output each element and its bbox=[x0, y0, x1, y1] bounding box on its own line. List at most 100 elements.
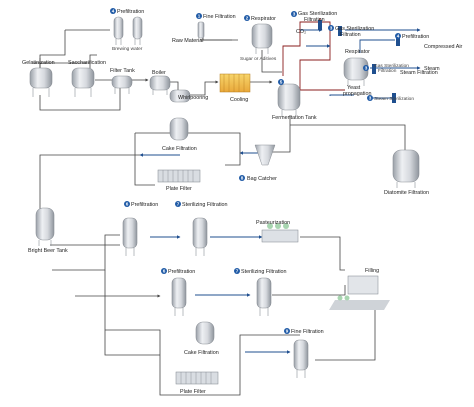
label-prefiltration-right: Prefiltration bbox=[402, 34, 429, 40]
respirator-tank bbox=[251, 23, 273, 54]
label-yeast-propagation-b: propagation bbox=[343, 91, 371, 97]
label-prefiltration-mid1: Prefiltration bbox=[131, 202, 158, 208]
label-bag-catcher: Bag Catcher bbox=[247, 176, 277, 182]
svg-text:6: 6 bbox=[126, 202, 129, 207]
svg-text:9: 9 bbox=[286, 329, 289, 334]
label-fine-filtration-top: Fine Filtration bbox=[203, 14, 236, 20]
svg-text:7: 7 bbox=[236, 269, 239, 274]
label-sterilizing-filtration-1: Sterilizing Filtration bbox=[182, 202, 228, 208]
pipe-bright-to-prefiltration bbox=[50, 234, 120, 271]
badge-prefiltration-mid1: 6 bbox=[124, 201, 130, 207]
label-co2: CO₂ bbox=[296, 29, 306, 35]
label-boiler: Boiler bbox=[152, 70, 166, 76]
svg-text:3: 3 bbox=[293, 12, 296, 17]
label-filling: Filling bbox=[365, 268, 379, 274]
prefiltration-right-filter bbox=[396, 36, 400, 46]
badge-fine-filtration-bottom: 9 bbox=[284, 328, 290, 334]
svg-text:3: 3 bbox=[369, 96, 372, 101]
label-filter-tank: Filter Tank bbox=[110, 68, 135, 74]
diatomite-filtration-tank bbox=[392, 149, 420, 188]
label-steam-filtration: Steam Filtration bbox=[400, 70, 438, 76]
badge-gas-3: 3 bbox=[363, 65, 369, 71]
svg-text:7: 7 bbox=[177, 202, 180, 207]
svg-text:6: 6 bbox=[163, 269, 166, 274]
pipe-bottom-loop bbox=[105, 329, 300, 396]
bright-beer-tank bbox=[35, 207, 55, 246]
fine-filtration-housing bbox=[197, 21, 205, 39]
gas-filter-3 bbox=[372, 64, 376, 74]
label-sterilizing-filtration-2: Sterilizing Filtration bbox=[241, 269, 287, 275]
pasteurization-unit bbox=[261, 223, 299, 243]
label-gas-sterilization-2: Gas Sterilization bbox=[335, 26, 374, 32]
filling-machine bbox=[329, 275, 390, 310]
label-sugar-additives: Sugar or Aditives bbox=[240, 56, 277, 62]
badge-gas-2: 3 bbox=[328, 25, 334, 31]
label-fermentation-tank: Fermentation Tank bbox=[272, 115, 317, 121]
label-raw-material: Raw Material bbox=[172, 38, 203, 44]
sterilizing-mid2-tank bbox=[256, 277, 272, 316]
whirlpool-tank bbox=[169, 89, 191, 103]
fine-filtration-bottom-tank bbox=[293, 339, 309, 378]
badge-prefiltration-mid2: 6 bbox=[161, 268, 167, 274]
svg-text:3: 3 bbox=[365, 66, 368, 71]
badge-prefiltration-right: 4 bbox=[395, 33, 401, 39]
svg-text:1: 1 bbox=[198, 14, 201, 19]
badge-sterilizing-1: 7 bbox=[175, 201, 181, 207]
badge-steam: 3 bbox=[367, 95, 373, 101]
badge-respirator: 2 bbox=[244, 15, 250, 21]
label-brewing-water: Brewing water bbox=[112, 46, 143, 52]
label-diatomite-filtration: Diatomite Filtration bbox=[384, 190, 429, 196]
svg-text:4: 4 bbox=[397, 34, 400, 39]
prefiltration-mid1-tank bbox=[122, 217, 138, 256]
label-gelatinization: Gelatinization bbox=[22, 60, 55, 66]
plate-filter-top bbox=[157, 169, 201, 183]
label-prefiltration-mid2: Prefiltration bbox=[168, 269, 195, 275]
pipe-mash-return bbox=[39, 85, 121, 111]
cake-filtration-bottom-tank bbox=[195, 321, 215, 345]
badge-prefiltration-top: 4 bbox=[110, 8, 116, 14]
label-plate-filter-bottom: Plate Filter bbox=[180, 389, 206, 395]
label-fine-filtration-bottom: Fine Filtration bbox=[291, 329, 324, 335]
boiler-tank bbox=[149, 75, 171, 95]
label-plate-filter-top: Plate Filter bbox=[166, 186, 192, 192]
svg-text:5: 5 bbox=[280, 80, 283, 85]
svg-text:3: 3 bbox=[330, 26, 333, 31]
pipe-to-filling bbox=[315, 300, 376, 361]
badge-bag-catcher: 8 bbox=[239, 175, 245, 181]
svg-text:4: 4 bbox=[112, 9, 115, 14]
gelatinization-tank bbox=[29, 67, 53, 97]
label-compressed-air: Compressed Air bbox=[424, 44, 463, 50]
svg-text:2: 2 bbox=[246, 16, 249, 21]
label-prefiltration-top: Prefiltration bbox=[117, 9, 144, 15]
badge-sterilizing-2: 7 bbox=[234, 268, 240, 274]
label-cooling: Cooling bbox=[230, 97, 248, 103]
label-respirator-top: Respirator bbox=[251, 16, 276, 22]
label-pasteurization: Pasteurization bbox=[256, 220, 290, 226]
yeast-propagation-tank bbox=[343, 57, 369, 86]
plate-filter-bottom bbox=[175, 371, 219, 385]
steam-filter bbox=[392, 93, 396, 103]
brewing-water-tank-1 bbox=[113, 16, 124, 45]
label-cake-filtration-bottom: Cake Filtration bbox=[184, 350, 219, 356]
cake-filtration-top-tank bbox=[169, 117, 189, 141]
label-saccharification: Saccharification bbox=[68, 60, 106, 66]
badge-yeast: 5 bbox=[278, 79, 284, 85]
badge-gas-1: 3 bbox=[291, 11, 297, 17]
label-gas-sterilization-1: Gas Sterilization bbox=[298, 11, 337, 17]
label-gas-sterilization-3b: Filtration bbox=[378, 68, 397, 74]
bag-catcher bbox=[254, 144, 276, 166]
saccharification-tank bbox=[71, 67, 95, 97]
sterilizing-mid1-tank bbox=[192, 217, 208, 256]
label-yeast-propagation: Yeast bbox=[347, 85, 361, 91]
svg-text:8: 8 bbox=[241, 176, 244, 181]
label-steam: Steam bbox=[424, 66, 440, 72]
brewing-water-tank-2 bbox=[132, 16, 143, 45]
filter-tank bbox=[111, 75, 133, 94]
label-bright-beer-tank: Bright Beer Tank bbox=[28, 248, 68, 254]
pipe-to-bright-beer bbox=[39, 154, 140, 210]
badge-fine-filtration: 1 bbox=[196, 13, 202, 19]
label-steam-sterilization: Steam Sterilization bbox=[374, 96, 414, 102]
gas-filter-1 bbox=[318, 20, 322, 30]
